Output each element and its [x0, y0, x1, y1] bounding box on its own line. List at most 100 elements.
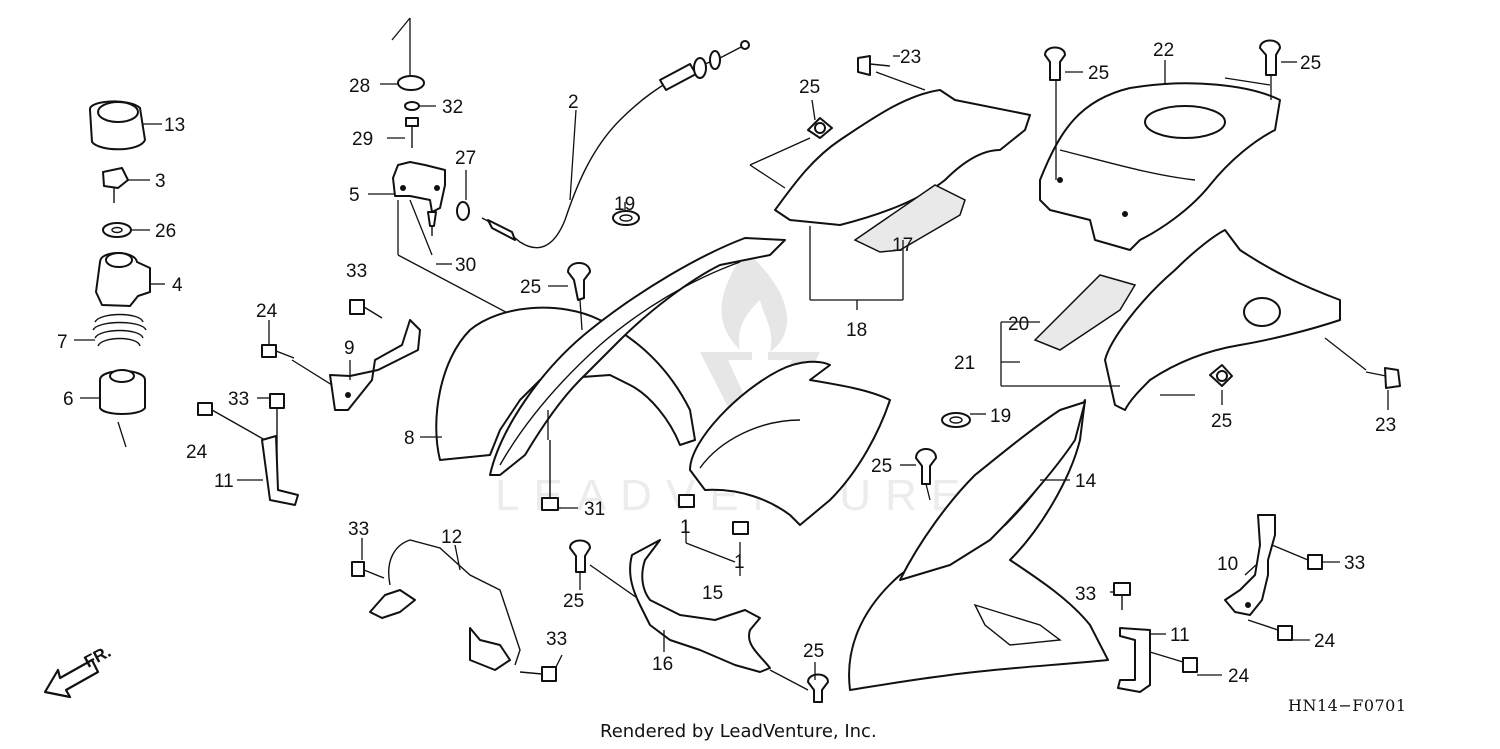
callout-25-f: 25	[871, 456, 892, 477]
callout-25-c: 25	[1088, 63, 1109, 84]
callout-33-a: 33	[346, 261, 367, 282]
part-8-front-fender[interactable]	[420, 237, 786, 476]
callout-24-a: 24	[256, 301, 278, 322]
part-10-bracket[interactable]	[1224, 514, 1276, 616]
callout-32: 32	[442, 97, 463, 118]
callout-6: 6	[63, 389, 74, 410]
part-25-clip-h[interactable]	[807, 673, 829, 703]
diagram-code: HN14−F0701	[1288, 696, 1407, 715]
part-11-bracket-b[interactable]	[1117, 627, 1166, 693]
part-11-bracket-a[interactable]	[237, 435, 299, 506]
part-16-lower-cover[interactable]	[629, 539, 771, 673]
callout-5: 5	[349, 185, 360, 206]
part-22-tank-cover[interactable]	[1039, 60, 1281, 251]
callout-23-b: 23	[1375, 415, 1396, 436]
part-32-washer[interactable]	[404, 101, 436, 111]
callout-24-c: 24	[1314, 631, 1336, 652]
callout-8: 8	[404, 428, 415, 449]
part-33-bolt-e[interactable]	[1271, 544, 1340, 570]
callout-25-a: 25	[520, 277, 541, 298]
part-24-bolt-d[interactable]	[1149, 651, 1222, 676]
callout-19-b: 19	[990, 406, 1011, 427]
part-7-spring[interactable]	[74, 313, 147, 347]
part-2-speedometer-cable[interactable]	[481, 40, 750, 249]
callout-13: 13	[164, 115, 185, 136]
callout-25-d: 25	[1300, 53, 1321, 74]
callout-3: 3	[155, 171, 166, 192]
callout-25-b: 25	[799, 77, 820, 98]
callout-23-a: 23	[900, 47, 921, 68]
callout-33-b: 33	[228, 389, 249, 410]
callout-labels: 13 3 26 4 7 6 28 32 29 5 27 30 2 33 9 24…	[57, 40, 1396, 687]
part-19-grommet-a[interactable]	[612, 210, 640, 226]
part-5-bracket[interactable]	[368, 161, 446, 213]
callout-10: 10	[1217, 554, 1238, 575]
callout-21: 21	[954, 353, 975, 374]
callout-17: 17	[892, 235, 913, 256]
callout-12: 12	[441, 527, 462, 548]
part-21-side-cover[interactable]	[1000, 229, 1341, 411]
callout-16: 16	[652, 654, 673, 675]
callout-24-d: 24	[1228, 666, 1250, 687]
part-9-bracket[interactable]	[329, 319, 421, 411]
part-20-pad[interactable]	[1001, 274, 1137, 351]
part-12-bracket[interactable]	[369, 539, 521, 671]
part-24-bolt-b[interactable]	[197, 402, 266, 441]
part-25-clip-g[interactable]	[569, 539, 591, 573]
part-15-center-cover[interactable]	[689, 360, 891, 526]
callout-26: 26	[155, 221, 176, 242]
part-33-bolt-d[interactable]	[519, 666, 557, 682]
callout-33-d: 33	[546, 629, 567, 650]
callout-33-c: 33	[348, 519, 369, 540]
part-25-clip-c[interactable]	[1044, 46, 1066, 81]
part-4-housing[interactable]	[95, 252, 165, 307]
part-33-bolt-f[interactable]	[1110, 582, 1131, 610]
part-28-o-ring[interactable]	[380, 75, 425, 91]
callout-9: 9	[344, 338, 355, 359]
callout-29: 29	[352, 129, 373, 150]
part-25-clip-a[interactable]	[548, 262, 591, 301]
part-13-cap[interactable]	[89, 100, 162, 151]
part-17-pad[interactable]	[853, 184, 966, 300]
part-25-clip-b[interactable]	[807, 117, 833, 139]
callout-1-a: 1	[680, 517, 691, 538]
part-33-bolt-a[interactable]	[349, 299, 383, 319]
callout-4: 4	[172, 275, 183, 296]
part-1-clip-b[interactable]	[732, 521, 749, 576]
callout-22: 22	[1153, 40, 1174, 61]
callout-19-a: 19	[614, 194, 635, 215]
callout-18: 18	[846, 320, 867, 341]
callout-28: 28	[349, 76, 370, 97]
part-6-collar[interactable]	[80, 369, 146, 448]
part-1-clip-a[interactable]	[678, 494, 695, 543]
callout-24-b: 24	[186, 442, 208, 463]
part-18-side-cover[interactable]	[774, 89, 1031, 310]
part-3-knob[interactable]	[102, 167, 150, 203]
part-23-bolt-b[interactable]	[1365, 367, 1401, 389]
part-25-clip-d[interactable]	[1259, 39, 1281, 76]
callout-11-a: 11	[214, 471, 234, 492]
part-25-clip-e[interactable]	[1209, 364, 1233, 387]
part-29-bolt[interactable]	[387, 117, 419, 148]
callout-15: 15	[702, 583, 723, 604]
part-19-grommet-b[interactable]	[941, 412, 986, 428]
part-26-washer[interactable]	[102, 222, 150, 238]
callout-14: 14	[1075, 471, 1097, 492]
part-30-screw[interactable]	[427, 211, 452, 265]
front-arrow-icon	[43, 658, 100, 699]
part-23-bolt-a[interactable]	[857, 55, 900, 76]
callout-11-b: 11	[1170, 625, 1190, 646]
callout-2: 2	[568, 92, 579, 113]
part-14-rear-fender[interactable]	[848, 399, 1109, 691]
part-33-bolt-c[interactable]	[351, 561, 385, 579]
part-24-bolt-a[interactable]	[261, 320, 295, 359]
callout-27: 27	[455, 148, 476, 169]
front-direction-indicator: FR.	[43, 642, 114, 699]
part-31-bolt[interactable]	[541, 440, 578, 511]
part-27-grommet[interactable]	[456, 170, 470, 221]
callout-25-h: 25	[803, 641, 824, 662]
callout-33-f: 33	[1075, 584, 1096, 605]
part-24-bolt-c[interactable]	[1247, 619, 1310, 641]
callout-7: 7	[57, 332, 68, 353]
